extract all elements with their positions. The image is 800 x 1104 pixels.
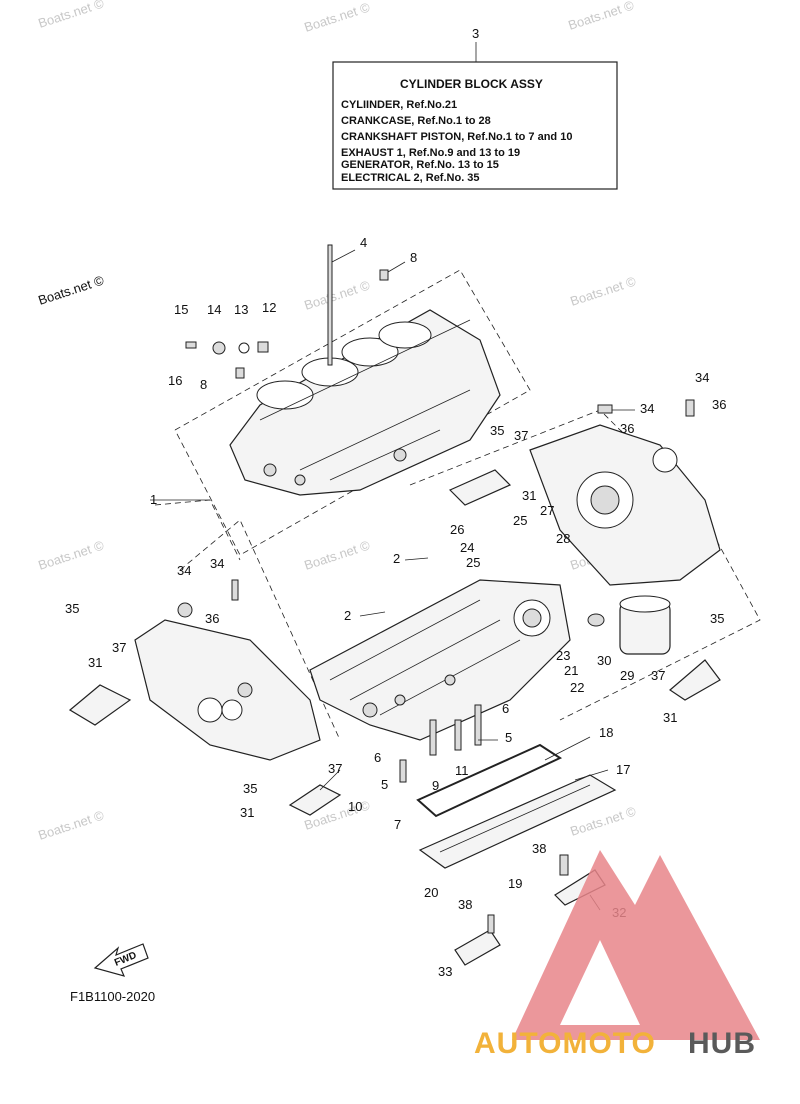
watermark-dark: Boats.net ©: [36, 272, 106, 307]
legend-line: EXHAUST 1, Ref.No.9 and 13 to 19: [341, 147, 520, 159]
callout-label: 36: [620, 421, 634, 436]
callout-label: 18: [599, 725, 613, 740]
callout-label: 31: [663, 710, 677, 725]
watermark: Boats.net ©: [302, 0, 372, 35]
legend-line: CRANKCASE, Ref.No.1 to 28: [341, 115, 491, 127]
callout-label: 11: [455, 763, 469, 778]
oil-filter-part: [587, 595, 671, 655]
watermark: Boats.net ©: [36, 807, 106, 842]
watermark: Boats.net ©: [566, 0, 636, 33]
callout-label: 37: [514, 428, 528, 443]
gasket-part: [416, 743, 563, 818]
brand-text-part1: AUTOMOTO: [474, 1027, 656, 1060]
callout-label: 34: [640, 401, 654, 416]
left-cover-part: [134, 619, 321, 761]
callout-label: 13: [234, 302, 248, 317]
callout-label: 38: [458, 897, 472, 912]
watermark: Boats.net ©: [302, 277, 372, 312]
brand-text-part2: HUB: [688, 1027, 756, 1060]
legend-line: CRANKSHAFT PISTON, Ref.No.1 to 7 and 10: [341, 131, 572, 143]
callout-label: 28: [556, 531, 570, 546]
legend-line: ELECTRICAL 2, Ref.No. 35: [341, 172, 480, 184]
legend-box: 3 CYLINDER BLOCK ASSY CYLIINDER, Ref.No.…: [332, 26, 618, 190]
callout-label: 6: [502, 701, 509, 716]
callout-label: 3: [472, 26, 479, 41]
callout-label: 35: [243, 781, 257, 796]
callout-label: 6: [374, 750, 381, 765]
callout-label: 30: [597, 653, 611, 668]
watermark: Boats.net ©: [568, 273, 638, 308]
callout-label: 4: [360, 235, 367, 250]
oil-pan-part: [418, 774, 617, 869]
legend-title: CYLINDER BLOCK ASSY: [400, 77, 543, 91]
callout-label: 26: [450, 522, 464, 537]
callout-label: 37: [328, 761, 342, 776]
brand-logo: AUTOMOTO HUB: [474, 850, 760, 1060]
crankcase-part: [309, 579, 571, 741]
callout-label: 35: [710, 611, 724, 626]
callout-label: 15: [174, 302, 188, 317]
callout-label: 34: [177, 563, 191, 578]
callout-label: 9: [432, 778, 439, 793]
leader-lines: [150, 249, 635, 911]
legend-line: CYLIINDER, Ref.No.21: [341, 99, 457, 111]
callout-label: 23: [556, 648, 570, 663]
callout-label: 16: [168, 373, 182, 388]
callout-label: 29: [620, 668, 634, 683]
callout-label: 36: [712, 397, 726, 412]
callout-label: 7: [394, 817, 401, 832]
callout-label: 25: [513, 513, 527, 528]
diagram-code: F1B1100-2020: [70, 989, 155, 1004]
watermark: Boats.net ©: [36, 537, 106, 572]
callouts: 4 8 15 14 13 12 16 8 34 34 36 35 37 31 1…: [65, 235, 726, 979]
callout-label: 21: [564, 663, 578, 678]
callout-label: 24: [460, 540, 474, 555]
callout-label: 5: [505, 730, 512, 745]
watermark: Boats.net ©: [302, 537, 372, 572]
callout-label: 35: [490, 423, 504, 438]
callout-label: 17: [616, 762, 630, 777]
callout-label: 34: [695, 370, 709, 385]
callout-label: 38: [532, 841, 546, 856]
watermark: Boats.net ©: [36, 0, 106, 31]
callout-label: 31: [240, 805, 254, 820]
callout-label: 5: [381, 777, 388, 792]
callout-label: 2: [393, 551, 400, 566]
callout-label: 36: [205, 611, 219, 626]
callout-label: 31: [522, 488, 536, 503]
callout-label: 2: [344, 608, 351, 623]
callout-label: 10: [348, 799, 362, 814]
callout-label: 19: [508, 876, 522, 891]
callout-label: 33: [438, 964, 452, 979]
callout-label: 20: [424, 885, 438, 900]
callout-label: 1: [150, 492, 157, 507]
callout-label: 31: [88, 655, 102, 670]
callout-label: 12: [262, 300, 276, 315]
callout-label: 22: [570, 680, 584, 695]
callout-label: 35: [65, 601, 79, 616]
callout-label: 8: [410, 250, 417, 265]
fasteners: [177, 244, 695, 934]
callout-label: 37: [112, 640, 126, 655]
callout-label: 34: [210, 556, 224, 571]
callout-label: 37: [651, 668, 665, 683]
legend-line: GENERATOR, Ref.No. 13 to 15: [341, 159, 499, 171]
fwd-arrow-icon: FWD: [93, 943, 149, 977]
callout-label: 27: [540, 503, 554, 518]
right-cover-part: [529, 424, 721, 586]
watermark: Boats.net ©: [568, 803, 638, 838]
callout-label: 8: [200, 377, 207, 392]
cylinder-part: [229, 309, 501, 496]
callout-label: 14: [207, 302, 221, 317]
callout-label: 25: [466, 555, 480, 570]
